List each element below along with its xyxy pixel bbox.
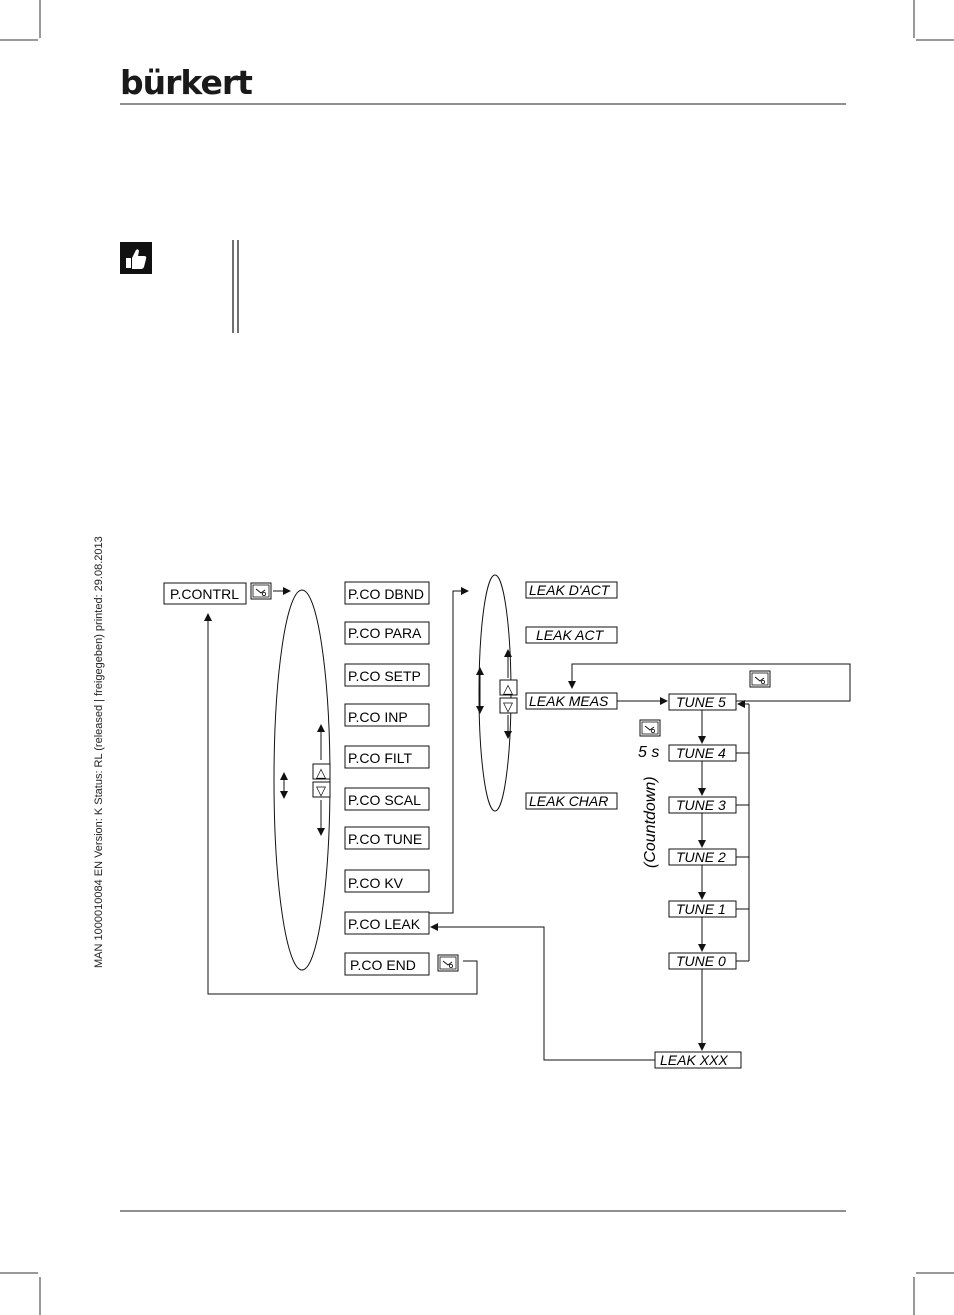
menu-item: P.CO TUNE <box>348 831 422 847</box>
up-key-icon <box>499 679 518 696</box>
delay-label: 5 s <box>638 744 659 761</box>
menu-item: P.CO SCAL <box>348 792 421 808</box>
svg-text:▽: ▽ <box>503 699 513 714</box>
result-return-arrow <box>430 923 655 1061</box>
down-key-icon <box>312 781 331 798</box>
submenu-list: P.CO DBND P.CO PARA P.CO SETP P.CO INP P… <box>344 581 430 976</box>
tune-step: TUNE 4 <box>676 745 726 761</box>
enter-key-icon <box>250 582 272 600</box>
svg-text:△: △ <box>316 765 326 780</box>
menu-item: P.CO DBND <box>348 586 424 602</box>
svg-text:△: △ <box>503 681 513 696</box>
leak-item: LEAK D'ACT <box>529 582 611 598</box>
tune-step: TUNE 5 <box>676 694 726 710</box>
tune-step: TUNE 1 <box>676 901 726 917</box>
menu-item: P.CO INP <box>348 709 408 725</box>
menu-item: P.CO END <box>350 957 416 973</box>
menu-item: P.CO KV <box>348 875 404 891</box>
brand-logo: bürkert <box>120 63 253 102</box>
svg-text:▽: ▽ <box>316 783 326 798</box>
menu-item-leak: P.CO LEAK <box>348 916 421 932</box>
leak-entry-arrow <box>429 587 469 914</box>
enter-key-icon <box>639 719 661 737</box>
enter-key-icon <box>437 954 459 972</box>
result-label: LEAK XXX <box>660 1052 728 1068</box>
leak-item: LEAK CHAR <box>529 793 608 809</box>
thumbs-up-icon <box>120 242 152 274</box>
enter-key-icon <box>749 670 771 688</box>
tune-chain: TUNE 5 TUNE 4 TUNE 3 TUNE 2 TUNE 1 TUNE … <box>668 693 750 1051</box>
abort-loop <box>568 663 851 702</box>
return-arrow <box>204 613 478 995</box>
tune-step: TUNE 3 <box>676 797 726 813</box>
tune-step: TUNE 0 <box>676 953 726 969</box>
down-key-icon <box>499 697 518 714</box>
countdown-label: (Countdown) <box>642 776 659 868</box>
leak-item-meas: LEAK MEAS <box>529 693 609 709</box>
main-menu-label: P.CONTRL <box>170 586 239 602</box>
menu-item: P.CO FILT <box>348 750 413 766</box>
up-key-icon <box>312 763 331 780</box>
submenu-cycle <box>273 589 331 971</box>
menu-item: P.CO SETP <box>348 668 421 684</box>
main-menu-box <box>163 582 247 605</box>
tune-step: TUNE 2 <box>676 849 726 865</box>
menu-item: P.CO PARA <box>348 625 422 641</box>
leak-item: LEAK ACT <box>536 627 605 643</box>
